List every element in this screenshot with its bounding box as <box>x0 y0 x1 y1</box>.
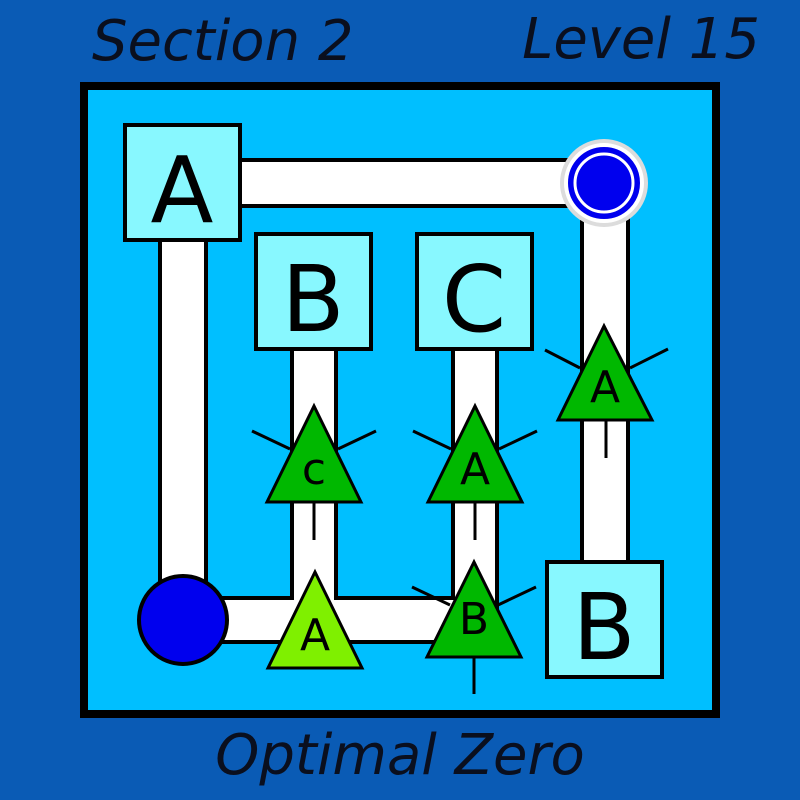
tile-c-upper[interactable]: C <box>415 232 534 353</box>
section-label: Section 2 <box>92 9 354 74</box>
path-left-column <box>158 230 208 624</box>
triangle-label: A <box>590 362 620 413</box>
tile-label: B <box>281 246 344 353</box>
triangle-label: A <box>460 444 490 495</box>
tri-a-bottom-path[interactable]: A <box>265 568 365 670</box>
tile-b-bottom-right[interactable]: B <box>545 560 664 681</box>
node-player[interactable] <box>137 574 229 666</box>
tri-a-right-column[interactable]: A <box>544 322 669 458</box>
tile-label: A <box>151 137 214 244</box>
level-label: Level 15 <box>522 7 760 72</box>
tri-b-bottom-path[interactable]: B <box>411 558 537 694</box>
tile-a-top-left[interactable]: A <box>123 123 242 244</box>
triangle-label: B <box>459 594 489 645</box>
triangle-label: c <box>302 444 326 495</box>
status-label: Optimal Zero <box>215 723 585 788</box>
tri-c-left-column[interactable]: c <box>251 402 377 540</box>
node-goal[interactable] <box>560 139 648 227</box>
tile-label: B <box>572 574 635 681</box>
triangle-label: A <box>300 610 330 661</box>
tri-a-middle-column[interactable]: A <box>412 402 538 540</box>
path-top-row <box>230 158 606 208</box>
tile-b-upper[interactable]: B <box>254 232 373 353</box>
tile-label: C <box>442 246 506 353</box>
